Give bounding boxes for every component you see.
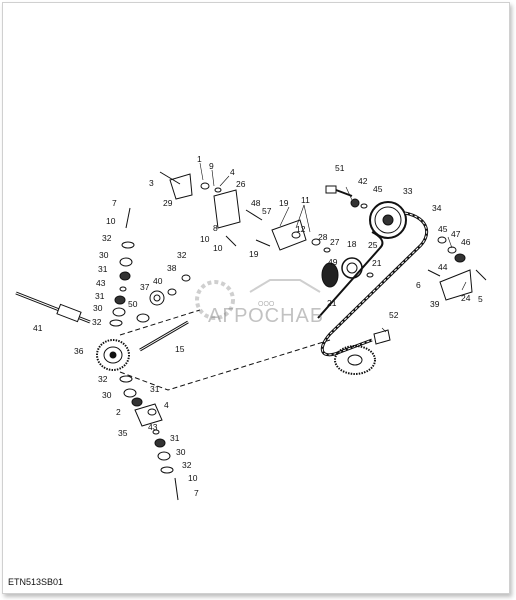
callout-label: 52 [389,310,399,320]
callout-label: 43 [148,422,158,432]
tensioner-arm [255,219,331,253]
callout-label: 15 [175,344,185,354]
callout-label: 45 [373,184,383,194]
callout-label: 30 [93,303,103,313]
callout-label: 36 [74,346,84,356]
callout-label: 6 [416,280,421,290]
callout-label: 47 [451,229,461,239]
callout-label: 10 [188,473,198,483]
main-pulley [369,201,407,239]
callout-label: 2 [116,407,121,417]
callout-label: 28 [318,232,328,242]
callout-label: 46 [461,237,471,247]
callout-label: 51 [335,163,345,173]
callout-label: 34 [432,203,442,213]
small-pulley [341,257,374,279]
lower-left-sprocket [96,339,130,371]
callout-label: 27 [330,237,340,247]
callout-label: 19 [249,249,259,259]
callout-label: 26 [236,179,246,189]
watermark-logo [195,279,321,320]
callout-label: 9 [209,161,214,171]
bottom-washer-stack [119,375,179,501]
diagram-code: ETN513SB01 [8,577,64,587]
callout-label: 32 [92,317,102,327]
callout-label: 12 [296,224,306,234]
callout-label: 35 [118,428,128,438]
dashed-chain-outline [119,309,331,391]
callout-label: 5 [478,294,483,304]
callout-label: 31 [98,264,108,274]
callout-label: 19 [279,198,289,208]
drive-shaft [15,291,91,324]
rod [139,320,189,352]
watermark-brand: АГРОСНАБ [208,305,324,327]
pulley-bolt [325,185,368,209]
callout-label: 38 [167,263,177,273]
callout-label: 10 [200,234,210,244]
callout-label: 31 [95,291,105,301]
large-driven-sprocket [334,345,376,375]
callout-label: 7 [112,198,117,208]
callout-label: 3 [149,178,154,188]
callout-label: 29 [163,198,173,208]
callout-label: 44 [438,262,448,272]
callout-label: 30 [176,447,186,457]
callout-label: 33 [403,186,413,196]
callout-label: 31 [170,433,180,443]
callout-label: 32 [182,460,192,470]
callout-label: 10 [213,243,223,253]
callout-label: 21 [327,298,337,308]
callout-label: 50 [128,299,138,309]
callout-label: 39 [430,299,440,309]
callout-label: 37 [140,282,150,292]
callout-label: 42 [358,176,368,186]
diagram-frame [2,2,510,594]
callout-label: 7 [194,488,199,498]
callout-label: 41 [33,323,43,333]
hidden-pulley [321,262,339,288]
idler-pulley-group [149,274,191,306]
callout-label: 11 [301,195,310,205]
right-bracket [427,236,487,301]
callout-label: 25 [368,240,378,250]
callout-label: 10 [106,216,116,226]
callout-label: 48 [251,198,261,208]
callout-label: 24 [461,293,471,303]
callout-label: 45 [438,224,448,234]
left-washer-stack [109,207,150,327]
callout-label: 43 [96,278,106,288]
v-belt [317,211,429,357]
callout-label: 57 [262,206,272,216]
callout-label: 31 [150,384,160,394]
decal [373,329,391,345]
upper-bracket-assembly [159,171,263,247]
callout-label: 4 [164,400,169,410]
callout-label: 18 [347,239,357,249]
callout-label: 30 [99,250,109,260]
watermark-prefix: ООО [258,301,275,308]
callout-label: 49 [328,257,338,267]
leader-lines [199,162,467,333]
callout-label: 8 [213,223,218,233]
callout-label: 4 [230,167,235,177]
callout-label: 32 [98,374,108,384]
callout-label: 40 [153,276,163,286]
callout-label: 21 [372,258,382,268]
callout-label: 30 [102,390,112,400]
callout-label: 32 [177,250,187,260]
callout-label: 1 [197,154,202,164]
callout-label: 32 [102,233,112,243]
